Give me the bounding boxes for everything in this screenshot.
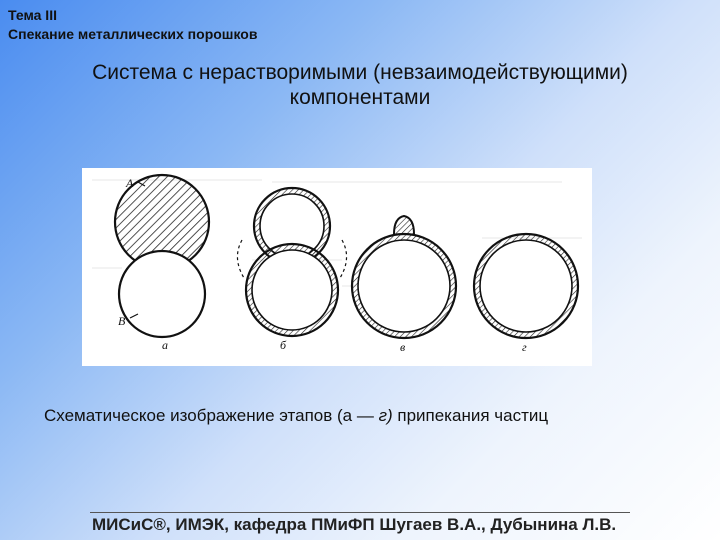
stage-label-d: г bbox=[522, 340, 527, 354]
label-B: B bbox=[118, 314, 126, 328]
sintering-figure: A B а б в г bbox=[82, 168, 592, 366]
neck-bump bbox=[393, 214, 415, 235]
caption-suffix: припекания частиц bbox=[392, 406, 549, 425]
stage-a-particles bbox=[113, 173, 211, 339]
pointer-B bbox=[129, 313, 139, 319]
pointer-A bbox=[137, 181, 146, 187]
dashed-arc-left bbox=[236, 239, 245, 279]
caption-italic: г) bbox=[378, 406, 393, 425]
footer-credits: МИСиС®, ИМЭК, кафедра ПМиФП Шугаев В.А.,… bbox=[92, 515, 617, 534]
slide-title: Система с нерастворимыми (невзаимодейств… bbox=[0, 60, 720, 110]
stage-b-particles bbox=[236, 186, 348, 338]
dashed-arc-right bbox=[339, 239, 348, 279]
particle-a-bottom bbox=[117, 249, 207, 339]
figure-caption: Схематическое изображение этапов (а — г)… bbox=[44, 406, 548, 426]
stage-c-particle bbox=[350, 214, 458, 340]
sintering-diagram: A B а б в г bbox=[92, 173, 582, 354]
stage-label-a: а bbox=[162, 338, 168, 352]
topic-header: Тема III Спекание металлических порошков bbox=[8, 6, 257, 44]
particle-b-bottom-inner bbox=[251, 249, 333, 331]
particle-c-inner bbox=[357, 239, 451, 333]
stage-label-b: б bbox=[280, 338, 287, 352]
caption-prefix: Схематическое изображение этапов (а — bbox=[44, 406, 379, 425]
label-A: A bbox=[125, 176, 134, 190]
topic-name: Спекание металлических порошков bbox=[8, 26, 258, 42]
title-line-2: компонентами bbox=[289, 86, 431, 109]
particle-d-inner bbox=[479, 239, 573, 333]
footer-divider bbox=[90, 512, 630, 513]
topic-number: Тема III bbox=[8, 7, 57, 23]
stage-label-c: в bbox=[400, 340, 405, 354]
title-line-1: Система с нерастворимыми (невзаимодейств… bbox=[92, 61, 628, 84]
stage-d-particle bbox=[472, 232, 580, 340]
